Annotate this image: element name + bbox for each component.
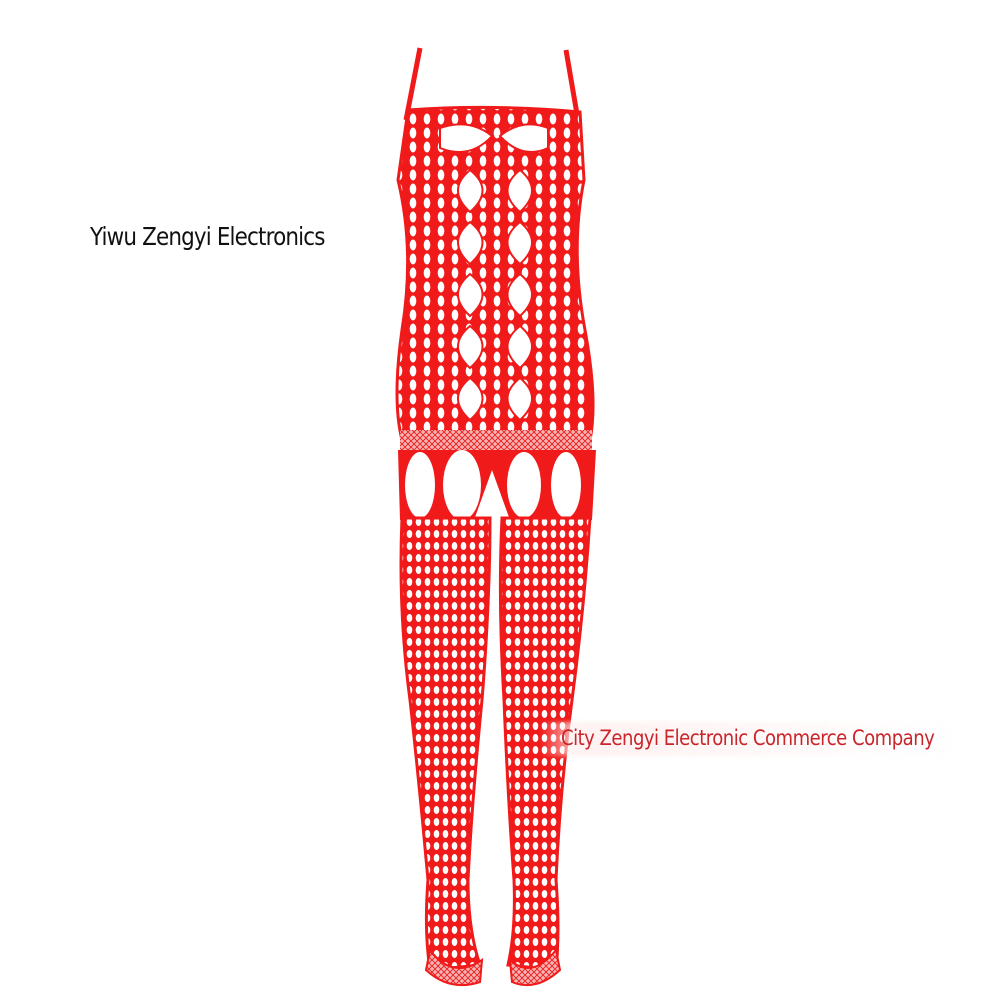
watermark-caption-right: City Zengyi Electronic Commerce Company bbox=[561, 726, 935, 750]
watermark-caption-left: Yiwu Zengyi Electronics bbox=[90, 222, 325, 251]
caption-highlight bbox=[540, 722, 952, 756]
